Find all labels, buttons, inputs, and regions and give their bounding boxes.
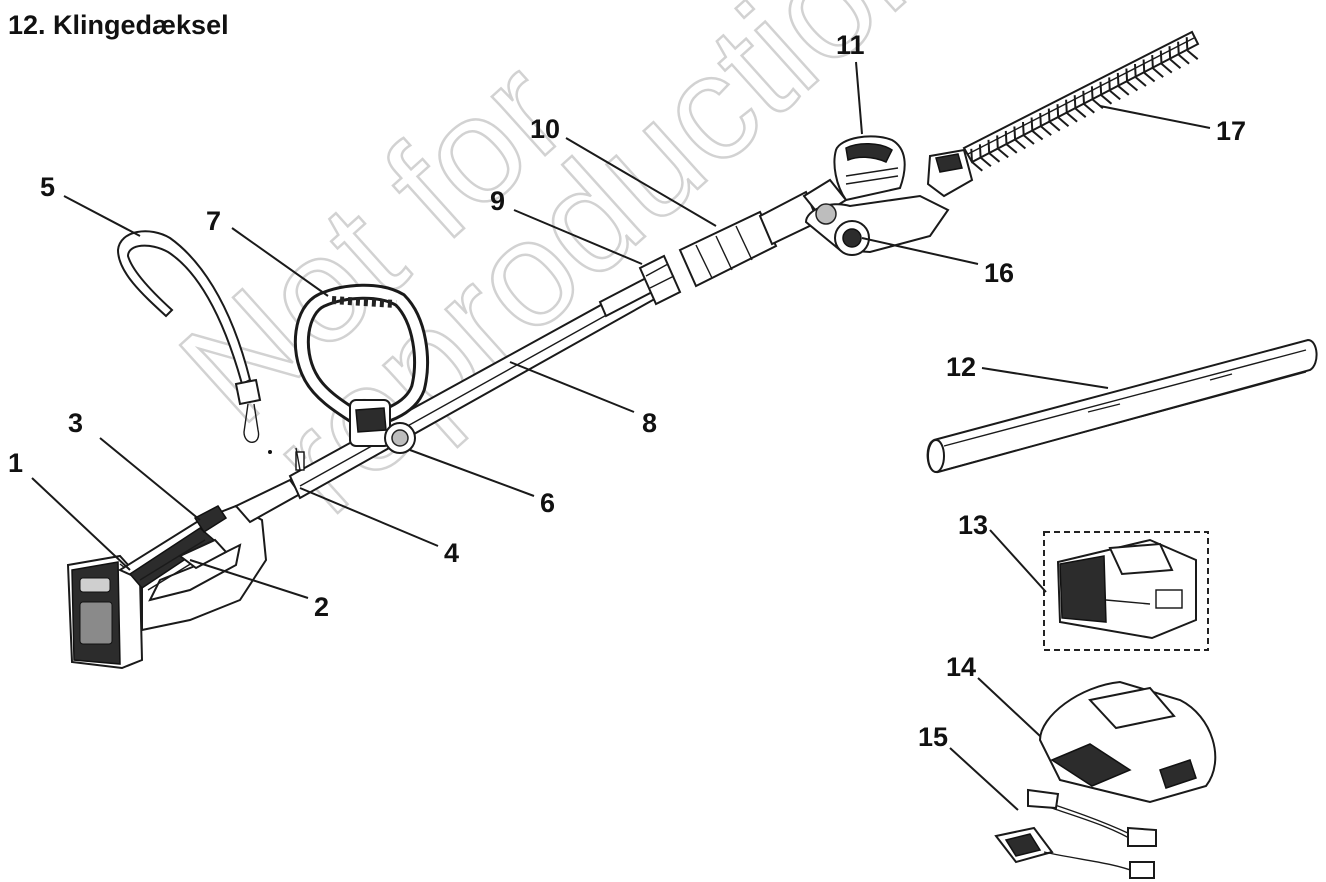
blade-cover [926, 338, 1318, 473]
pivot-joint [815, 203, 870, 256]
callout-16: 16 [984, 258, 1014, 288]
callout-17: 17 [1216, 116, 1246, 146]
callout-3: 3 [68, 408, 83, 438]
callout-5: 5 [40, 172, 55, 202]
callout-2: 2 [314, 592, 329, 622]
leader-lines [31, 61, 1211, 811]
callout-11: 11 [836, 30, 865, 60]
grip-sleeve [678, 190, 820, 288]
callout-8: 8 [642, 408, 657, 438]
callout-9: 9 [490, 186, 505, 216]
callout-10: 10 [530, 114, 560, 144]
battery-pack-inserted [66, 554, 144, 670]
callout-4: 4 [444, 538, 459, 568]
shaft-lock-collar [638, 254, 682, 306]
rear-handle [117, 504, 268, 632]
callout-numbers: 1 2 3 4 5 6 7 8 9 10 11 12 13 14 15 16 1… [8, 30, 1246, 752]
callout-14: 14 [946, 652, 976, 682]
callout-7: 7 [206, 206, 221, 236]
page-title: 12. Klingedæksel [8, 10, 229, 40]
callout-1: 1 [8, 448, 23, 478]
handle-knob [384, 422, 416, 454]
callout-15: 15 [918, 722, 948, 752]
watermark: Not for reproduction [148, 0, 973, 545]
loop-handle [293, 283, 429, 447]
callout-13: 13 [958, 510, 988, 540]
shoulder-strap [116, 230, 262, 443]
motor-head [802, 135, 974, 254]
charger [1038, 680, 1217, 804]
hedge-blade [962, 30, 1200, 172]
power-adapter [994, 788, 1157, 879]
callout-12: 12 [946, 352, 976, 382]
strap-clip-mount [268, 447, 301, 471]
callout-6: 6 [540, 488, 555, 518]
battery-pack [1043, 531, 1209, 651]
